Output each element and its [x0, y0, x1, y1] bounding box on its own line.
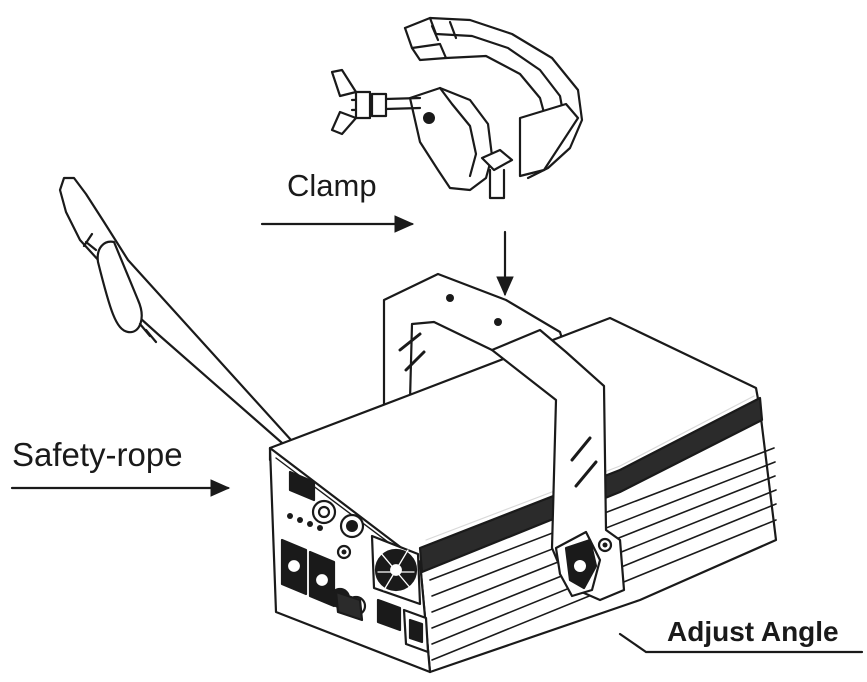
adjust-angle-underline	[618, 632, 864, 654]
clamp-label: Clamp	[287, 168, 377, 203]
safety-rope-icon	[58, 176, 324, 480]
safety-rope-label: Safety-rope	[12, 436, 183, 473]
clamp-icon	[330, 16, 584, 200]
angle-knob-icon	[554, 530, 613, 598]
bracket-front-leg	[490, 328, 626, 602]
adjust-angle-label: Adjust Angle	[667, 616, 839, 647]
